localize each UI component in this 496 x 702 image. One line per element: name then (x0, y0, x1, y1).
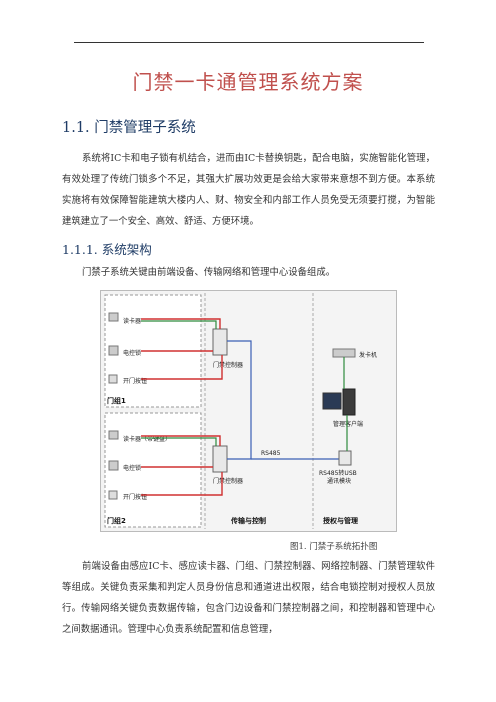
reader-keypad-label: 读卡器（带键盘） (123, 435, 171, 443)
lock-icon (108, 345, 119, 356)
door-group-2-box (104, 412, 202, 528)
lock-2-label: 电控锁 (123, 464, 141, 472)
subsection-heading: 1.1.1. 系统架构 (62, 242, 152, 257)
button-label: 开门按钮 (123, 377, 147, 385)
button-2-wire (141, 472, 223, 496)
topology-diagram: 读卡器 电控锁 开门按钮 门组1 门禁控制器 读卡器（带键盘） 电控锁 开门按钮… (100, 290, 397, 532)
client-label: 管理客户端 (333, 420, 363, 428)
zone-management-label: 授权与管理 (323, 516, 358, 525)
section-heading: 1.1. 门禁管理子系统 (62, 120, 196, 136)
architecture-paragraph: 门禁子系统关键由前端设备、传输网络和管理中心设备组成。 (82, 267, 336, 278)
card-issuer-icon (332, 348, 356, 358)
zone-transmission-label: 传输与控制 (230, 516, 266, 525)
button-wire (141, 355, 223, 380)
button-2-label: 开门按钮 (123, 493, 147, 501)
controller-2-icon (212, 445, 228, 473)
controller-2-label: 门禁控制器 (213, 477, 243, 485)
lock-2-icon (108, 460, 119, 471)
rs485-bus (227, 340, 252, 460)
button-icon (108, 374, 118, 384)
header-rule (74, 42, 424, 43)
figure-caption: 图1. 门禁子系统拓扑图 (290, 542, 378, 552)
reader-wire-green (141, 320, 217, 329)
converter-icon (338, 450, 352, 466)
group1-label: 门组1 (107, 396, 126, 405)
intro-paragraph: 系统将IC卡和电子锁有机结合，进而由IC卡替换钥匙，配合电脑，实施智能化管理，有… (62, 153, 435, 227)
converter-label-1: RS485转USB (319, 469, 357, 477)
group2-label: 门组2 (107, 516, 126, 525)
reader-wire-red (141, 318, 221, 329)
button-2-icon (108, 490, 118, 500)
reader-2-wire-red (141, 435, 221, 446)
reader-2-wire-green (141, 437, 217, 446)
controller-1-icon (212, 328, 228, 356)
card-issuer-label: 发卡机 (359, 351, 377, 359)
converter-label-2: 通讯模块 (327, 477, 351, 485)
controller-1-label: 门禁控制器 (213, 361, 243, 369)
reader-label: 读卡器 (123, 317, 141, 325)
client-tower-icon (342, 388, 356, 416)
client-monitor-icon (322, 392, 342, 410)
document-title: 门禁一卡通管理系统方案 (132, 70, 364, 94)
reader-icon (108, 312, 119, 322)
lock-label: 电控锁 (123, 349, 141, 357)
reader-keypad-icon (108, 430, 119, 440)
rs485-label: RS485 (261, 450, 281, 457)
frontend-paragraph: 前端设备由感应IC卡、感应读卡器、门组、门禁控制器、网络控制器、门禁管理软件等组… (62, 561, 435, 635)
